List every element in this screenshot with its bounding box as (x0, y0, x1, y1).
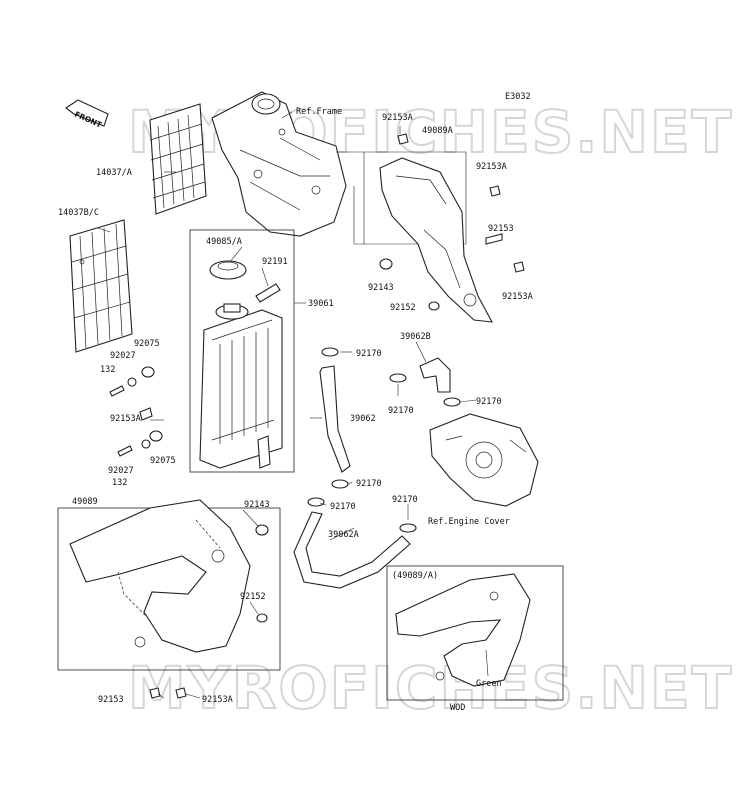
radiator (199, 303, 283, 469)
clamp-92170-f (399, 523, 417, 533)
label-92143-b: 92143 (244, 500, 270, 510)
label-92153A-r2: 92153A (502, 292, 533, 302)
label-92153A-top: 92153A (382, 113, 413, 123)
front-arrow-icon: FRONT (65, 99, 109, 130)
bolt-92153A-left (139, 407, 153, 421)
label-39062: 39062 (350, 414, 376, 424)
label-92170-e: 92170 (330, 502, 356, 512)
hose-39062 (319, 365, 351, 473)
label-ref-frame: Ref.Frame (296, 107, 342, 117)
label-ref-engine-cover: Ref.Engine Cover (428, 517, 510, 527)
label-14037BC: 14037B/C (58, 208, 99, 218)
clamp-92170-a (321, 347, 339, 357)
label-wod: WOD (450, 703, 465, 713)
bolt-92153-r (485, 233, 503, 245)
bolt-92153A-top (397, 133, 409, 145)
label-92143-r: 92143 (368, 283, 394, 293)
hose-39062B (419, 357, 451, 393)
overflow-tube (255, 283, 281, 303)
engine-cover (429, 413, 539, 507)
label-92075-b: 92075 (150, 456, 176, 466)
clamp-92170-e (307, 497, 325, 507)
grommet-upper (141, 366, 155, 378)
label-92027-b: 92027 (108, 466, 134, 476)
hose-39062A (293, 511, 411, 589)
label-132-b: 132 (112, 478, 127, 488)
label-92170-c: 92170 (388, 406, 414, 416)
collar-lower (141, 439, 151, 449)
bolt-92153A-r2 (513, 261, 525, 273)
frame (211, 91, 347, 237)
radiator-box (189, 229, 295, 473)
label-92170-a: 92170 (356, 349, 382, 359)
label-39062B: 39062B (400, 332, 431, 342)
label-92191: 92191 (262, 257, 288, 267)
label-39062A: 39062A (328, 530, 359, 540)
label-92153A-b: 92153A (202, 695, 233, 705)
label-92153-b: 92153 (98, 695, 124, 705)
label-92152-r: 92152 (390, 303, 416, 313)
label-92170-d: 92170 (356, 479, 382, 489)
label-92153A-l: 92153A (110, 414, 141, 424)
washer-92143-r (379, 258, 393, 270)
label-92027-a: 92027 (110, 351, 136, 361)
label-49089A: 49089A (422, 126, 453, 136)
label-39061: 39061 (308, 299, 334, 309)
label-92152-b: 92152 (240, 592, 266, 602)
washer-92152-b (256, 613, 268, 623)
washer-92152-r (428, 301, 440, 311)
shroud-left (69, 499, 251, 653)
label-green: Green (476, 679, 502, 689)
label-92075-a: 92075 (134, 339, 160, 349)
label-49085A: 49085/A (206, 237, 242, 247)
bolt-92153A-b (175, 687, 187, 699)
bolt-132-upper (109, 385, 125, 397)
label-92170-b: 92170 (476, 397, 502, 407)
louver-lower (69, 219, 133, 353)
clamp-92170-b (331, 479, 349, 489)
louver-upper (149, 103, 207, 215)
grommet-lower (149, 430, 163, 442)
watermark-bottom: MYROFICHES.NET (128, 654, 733, 722)
bolt-92153A-r1 (489, 185, 501, 197)
inset-box (386, 565, 564, 701)
diagram-code: E3032 (505, 92, 531, 102)
label-14037A: 14037/A (96, 168, 132, 178)
bolt-92153-b (149, 687, 161, 699)
shroud-inset (395, 573, 531, 687)
label-92170-f: 92170 (392, 495, 418, 505)
clamp-92170-c (389, 373, 407, 383)
radiator-cap (209, 260, 247, 280)
clamp-92170-d (443, 397, 461, 407)
bolt-132-lower (117, 445, 133, 457)
label-132-a: 132 (100, 365, 115, 375)
washer-92143-b (255, 524, 269, 536)
label-49089A-inset: (49089/A) (392, 571, 438, 581)
label-92153A-r1: 92153A (476, 162, 507, 172)
collar-upper (127, 377, 137, 387)
shroud-right (379, 157, 493, 323)
label-49089: 49089 (72, 497, 98, 507)
label-92153-r: 92153 (488, 224, 514, 234)
